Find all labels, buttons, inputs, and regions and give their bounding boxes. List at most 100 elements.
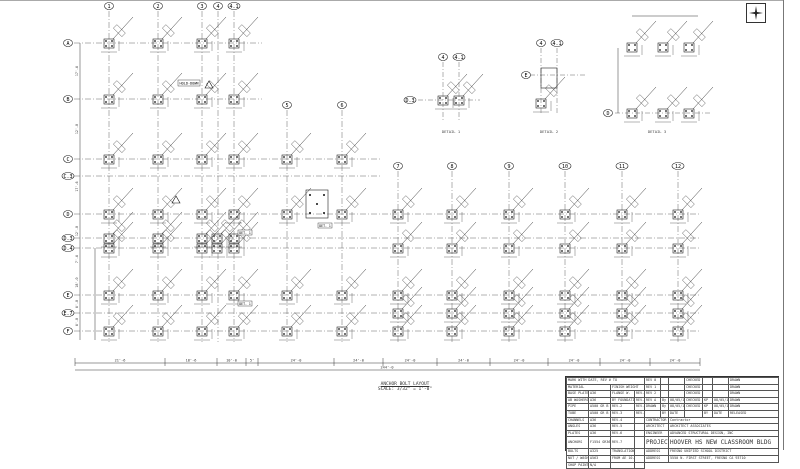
footing-1-A <box>101 16 134 53</box>
anchor-bolt <box>160 333 162 335</box>
base-plate <box>228 38 240 49</box>
anchor-bolt <box>537 100 539 102</box>
footing-8-D <box>444 187 477 224</box>
hold-down-label: HOLD-DOWN <box>180 82 199 86</box>
footing-8-E <box>444 268 477 305</box>
base-plate <box>152 154 164 165</box>
anchor-bolt <box>236 161 238 163</box>
anchor-bolt <box>400 328 402 330</box>
leader-line <box>345 132 367 156</box>
detail-tag-label: DET. 1 <box>319 224 331 228</box>
anchor-bolt <box>624 328 626 330</box>
footing-2-E <box>150 268 183 305</box>
title-block-cell: MATERIAL <box>566 383 611 392</box>
title-block-cell: DRAWN <box>728 390 779 398</box>
bubble-outline <box>63 95 73 103</box>
anchor-bolt <box>400 315 402 317</box>
base-plate <box>196 38 208 49</box>
title-block-cell <box>660 390 669 398</box>
footing-2-B <box>150 72 183 109</box>
anchor-bolt <box>198 292 200 294</box>
base-plate <box>559 308 571 319</box>
grid-bubble-col-2: 2 <box>153 2 163 10</box>
anchor-bolt <box>394 310 396 312</box>
leader-line <box>205 132 227 156</box>
callout-tag <box>238 80 251 93</box>
detail-1-label: DETAIL 1 <box>442 129 461 134</box>
bubble-outline <box>61 172 75 180</box>
title-block-cell: BASE PLATES <box>566 390 589 398</box>
base-plate <box>228 326 240 337</box>
bubble-outline <box>227 2 241 10</box>
title-block-cell: ADDRESS <box>644 454 669 463</box>
callout-tag <box>626 312 639 325</box>
base-plate <box>672 308 684 319</box>
leader-line <box>345 268 367 292</box>
callout-tag <box>113 276 126 289</box>
leader-line <box>512 286 534 310</box>
callout-tag <box>682 276 695 289</box>
anchor-bolt <box>283 333 285 335</box>
anchor-bolt <box>344 156 346 158</box>
title-block-cell: ARCHITECT ASSOCIATES <box>668 423 779 431</box>
anchor-bolt <box>455 102 457 104</box>
anchor-bolt <box>448 292 450 294</box>
anchor-bolt <box>543 100 545 102</box>
leader-line <box>625 304 647 328</box>
leader-line <box>681 286 703 310</box>
leader-line <box>635 86 657 110</box>
anchor-bolt <box>105 101 107 103</box>
base-plate <box>152 326 164 337</box>
anchor-bolt <box>505 333 507 335</box>
anchor-bolt <box>448 315 450 317</box>
anchor-bolt <box>680 245 682 247</box>
leader-line <box>635 20 657 44</box>
anchor-bolt <box>511 211 513 213</box>
title-block-cell: REV-1 <box>634 396 645 405</box>
base-plate <box>503 243 515 254</box>
anchor-bolt <box>230 96 232 98</box>
anchor-bolt <box>230 216 232 218</box>
callout-tag <box>513 312 526 325</box>
callout-tag <box>113 219 126 232</box>
title-block-cell: BY <box>660 409 669 418</box>
anchor-bolt <box>618 250 620 252</box>
leader-line <box>568 304 590 328</box>
anchor-bolt <box>160 40 162 42</box>
detail-3-footing <box>624 86 657 123</box>
anchor-bolt <box>394 250 396 252</box>
bubble-label: 9 <box>507 164 510 170</box>
anchor-bolt <box>454 292 456 294</box>
bubble-outline <box>603 109 613 117</box>
anchor-bolt <box>160 292 162 294</box>
base-plate <box>196 94 208 105</box>
anchor-bolt <box>283 156 285 158</box>
anchor-bolt <box>160 161 162 163</box>
callout-tag <box>447 81 460 94</box>
anchor-bolt <box>618 216 620 218</box>
anchor-bolt <box>154 240 156 242</box>
callout-tag <box>636 94 649 107</box>
bubble-label: 1 <box>107 4 110 10</box>
north-arrow-icon <box>746 3 766 23</box>
anchor-bolt <box>111 240 113 242</box>
title-block-cell: A500 GR B <box>588 409 611 418</box>
anchor-bolt <box>236 156 238 158</box>
anchor-bolt <box>680 328 682 330</box>
bay-dimension-label: 24'-0 <box>405 359 416 363</box>
footing-2-D <box>150 187 183 224</box>
leader-line <box>625 286 647 310</box>
anchor-bolt <box>160 101 162 103</box>
anchor-bolt <box>624 245 626 247</box>
base-plate <box>196 290 208 301</box>
footing-3-F <box>194 304 227 341</box>
bubble-label: D.3 <box>63 236 72 242</box>
anchor-bolt <box>691 44 693 46</box>
anchor-bolt <box>230 156 232 158</box>
bubble-label: 4 <box>441 55 444 61</box>
bubble-label: C <box>66 157 69 163</box>
leader-line <box>455 268 477 292</box>
anchor-bolt <box>154 235 156 237</box>
